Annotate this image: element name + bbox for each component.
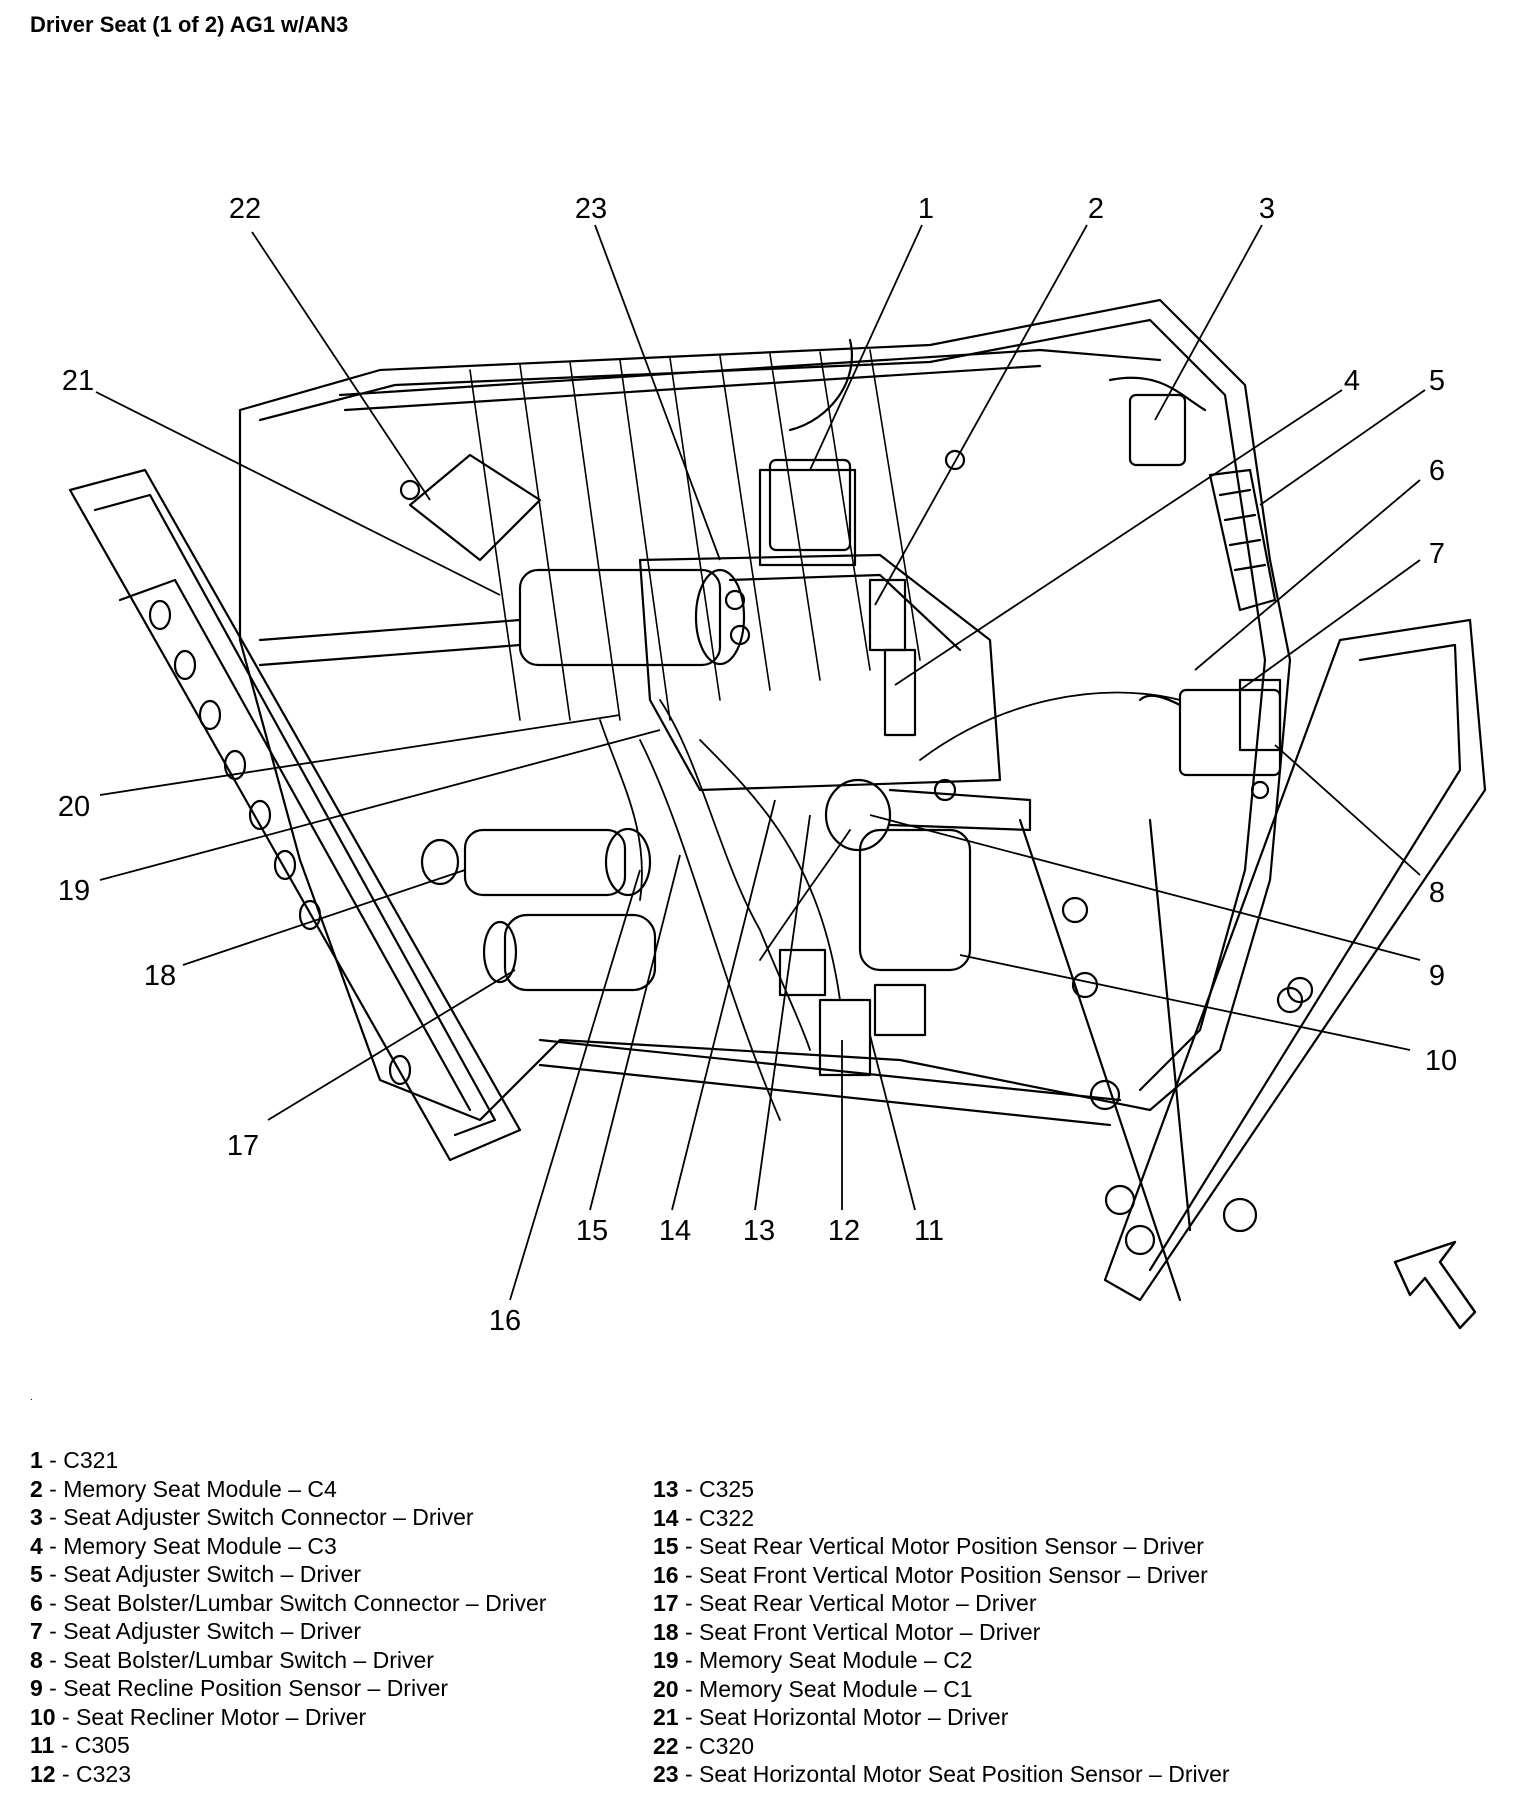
legend-item: 22 - C320	[653, 1732, 755, 1759]
callout-11: 11	[914, 1215, 944, 1247]
stray-dot: .	[30, 1392, 33, 1403]
front-vertical-motor	[420, 827, 652, 897]
seat-adjuster-switch	[1208, 468, 1277, 612]
callout-18: 18	[144, 960, 176, 992]
bolster-lumbar-switch	[1138, 678, 1282, 777]
callout-8: 8	[1429, 877, 1445, 909]
legend-item: 20 - Memory Seat Module – C1	[653, 1675, 973, 1702]
c320-connector	[408, 453, 542, 562]
legend-item: 15 - Seat Rear Vertical Motor Position S…	[653, 1533, 1204, 1559]
callout-17: 17	[227, 1130, 259, 1162]
callout-20: 20	[58, 791, 90, 823]
callout-23: 23	[575, 193, 607, 225]
legend-item: 8 - Seat Bolster/Lumbar Switch – Driver	[30, 1646, 434, 1673]
callout-5: 5	[1429, 365, 1445, 397]
seat-frame-outline	[238, 298, 1292, 1122]
legend-item: 13 - C325	[653, 1476, 755, 1502]
seat-horizontal-motor	[258, 568, 751, 667]
legend-item: 16 - Seat Front Vertical Motor Position …	[653, 1561, 1208, 1588]
legend-item: 10 - Seat Recliner Motor – Driver	[30, 1703, 367, 1730]
callout-6: 6	[1429, 455, 1445, 487]
callout-21: 21	[62, 365, 94, 397]
legend-right: 13 - C325 14 - C322 15 - Seat Rear Verti…	[653, 1475, 1230, 1789]
callout-4: 4	[1344, 365, 1360, 397]
callout-22: 22	[229, 193, 261, 225]
memory-seat-module	[638, 468, 1002, 792]
legend-item: 14 - C322	[653, 1504, 755, 1531]
legend-item: 19 - Memory Seat Module – C2	[653, 1647, 973, 1673]
seat-adjuster-switch-connector	[1108, 376, 1207, 467]
legend-item: 5 - Seat Adjuster Switch – Driver	[30, 1561, 362, 1587]
callout-3: 3	[1259, 193, 1275, 225]
callout-2: 2	[1088, 193, 1104, 225]
seat-diagram: 22 23 1 2 3 21 4 5 6 7 20 8 19 18 9 10 1…	[58, 193, 1487, 1337]
callout-7: 7	[1429, 538, 1445, 570]
callout-13: 13	[743, 1215, 775, 1247]
legend-left: 1 - C321 2 - Memory Seat Module – C4 3 -…	[30, 1446, 546, 1788]
rear-cross-bar	[538, 818, 1182, 1302]
seat-springs	[469, 349, 921, 721]
callout-19: 19	[58, 875, 90, 907]
legend-item: 18 - Seat Front Vertical Motor – Driver	[653, 1618, 1041, 1645]
left-seat-track	[68, 468, 522, 1162]
direction-arrow-icon	[1393, 1240, 1477, 1330]
callout-numbers: 22 23 1 2 3 21 4 5 6 7 20 8 19 18 9 10 1…	[58, 193, 1457, 1337]
legend-item: 1 - C321	[30, 1447, 119, 1473]
legend-item: 11 - C305	[30, 1732, 130, 1758]
legend-item: 6 - Seat Bolster/Lumbar Switch Connector…	[30, 1589, 547, 1616]
mounting-bolts	[399, 449, 1304, 1233]
legend-item: 4 - Memory Seat Module – C3	[30, 1532, 337, 1559]
legend-item: 23 - Seat Horizontal Motor Seat Position…	[653, 1761, 1230, 1787]
legend-item: 17 - Seat Rear Vertical Motor – Driver	[653, 1590, 1037, 1616]
callout-15: 15	[576, 1215, 608, 1247]
legend-item: 9 - Seat Recline Position Sensor – Drive…	[30, 1675, 449, 1701]
legend-item: 21 - Seat Horizontal Motor – Driver	[653, 1704, 1009, 1730]
rear-vertical-motor	[482, 913, 657, 992]
right-seat-track	[1103, 618, 1487, 1302]
legend-item: 3 - Seat Adjuster Switch Connector – Dri…	[30, 1504, 474, 1530]
legend-item: 12 - C323	[30, 1760, 132, 1787]
callout-16: 16	[489, 1305, 521, 1337]
callout-9: 9	[1429, 960, 1445, 992]
c321-connector	[768, 338, 853, 552]
callout-10: 10	[1425, 1045, 1457, 1077]
callout-1: 1	[918, 193, 934, 225]
callout-12: 12	[828, 1215, 860, 1247]
page-title: Driver Seat (1 of 2) AG1 w/AN3	[30, 12, 349, 37]
callout-14: 14	[659, 1215, 691, 1247]
recliner-motor	[824, 778, 1032, 972]
legend-item: 2 - Memory Seat Module – C4	[30, 1475, 337, 1502]
legend-item: 7 - Seat Adjuster Switch – Driver	[30, 1618, 362, 1644]
leader-lines	[95, 224, 1426, 1301]
